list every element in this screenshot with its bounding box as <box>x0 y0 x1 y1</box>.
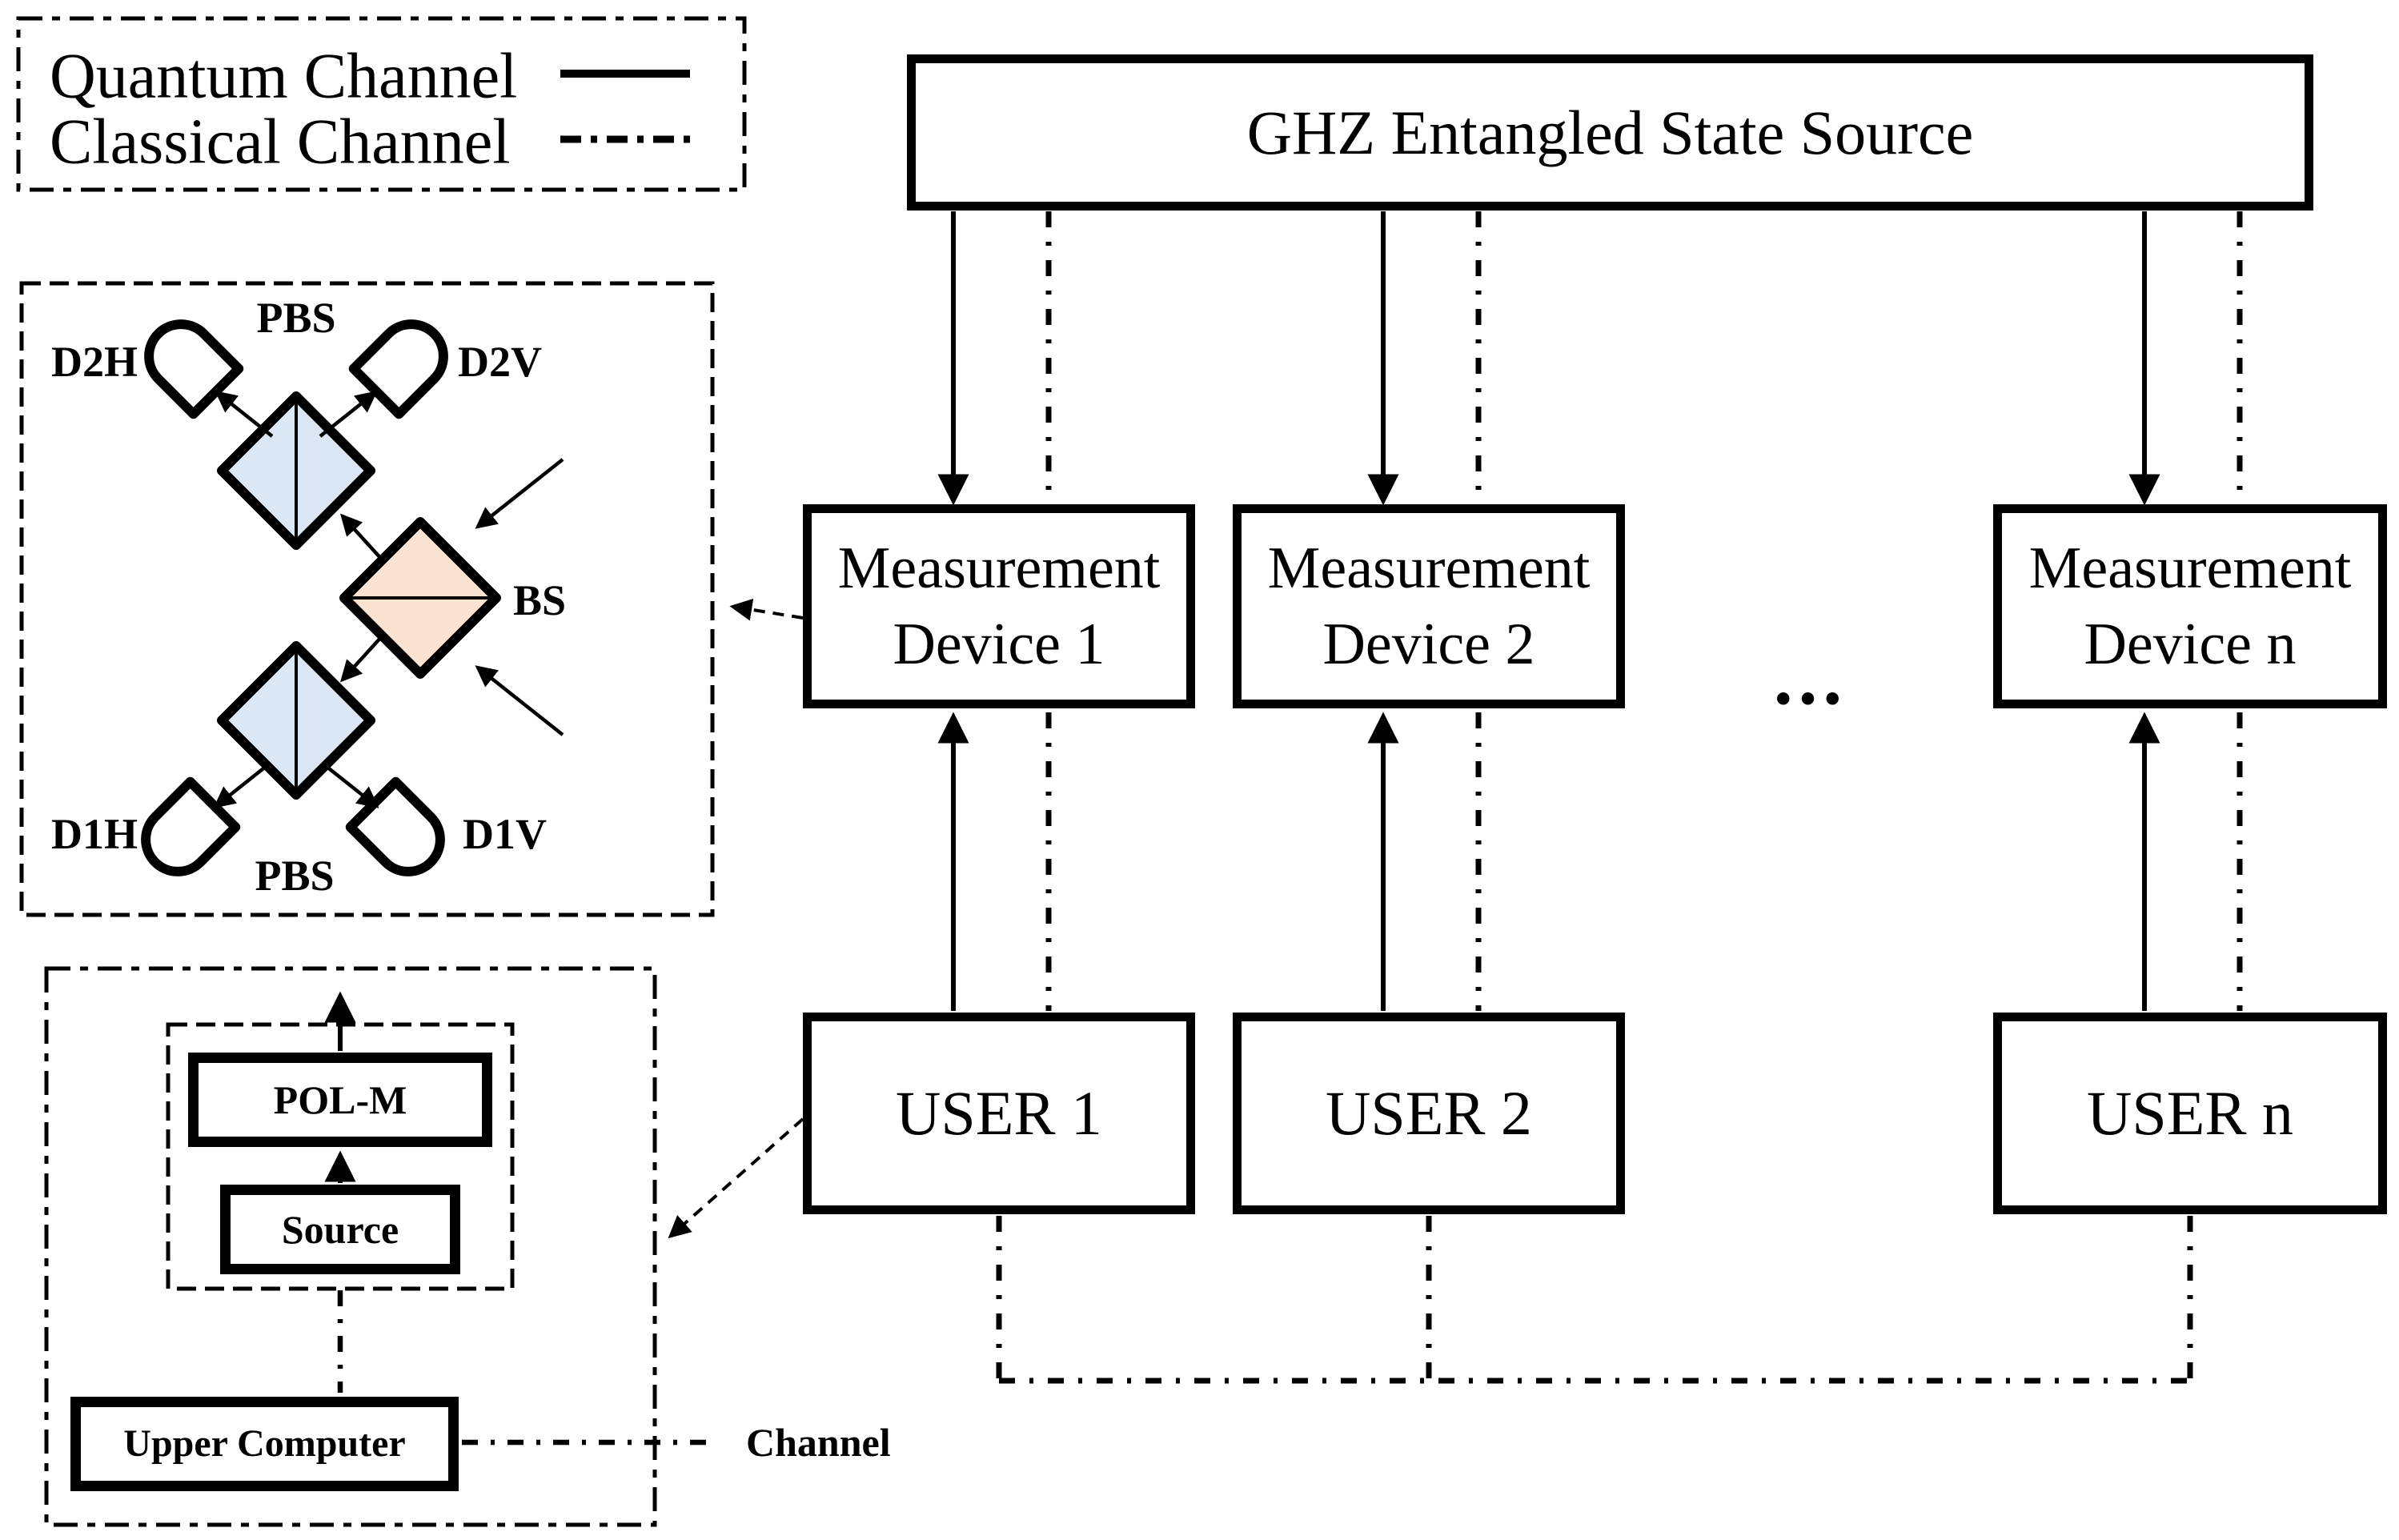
measurement-device-2-box: Measurement Device 2 <box>1233 504 1625 708</box>
measurement-device-n-label-line2: Device n <box>2084 611 2297 677</box>
measurement-devices-ellipsis: ... <box>1773 636 1848 720</box>
ghz-source-label: GHZ Entangled State Source <box>1246 97 1974 167</box>
measurement-device-1-label-line2: Device 1 <box>893 611 1105 677</box>
legend-box-border <box>16 16 747 192</box>
source-box: Source <box>220 1185 460 1274</box>
user-n-box: USER n <box>1993 1013 2387 1214</box>
detector-d2h-label: D2H <box>51 338 138 386</box>
measurement-device-n-box: Measurement Device n <box>1993 504 2387 708</box>
upper-computer-label: Upper Computer <box>123 1422 406 1466</box>
pbs-bottom-label: PBS <box>255 852 335 900</box>
measurement-device-n-label-line1: Measurement <box>2028 535 2352 601</box>
detector-d1v-icon <box>345 776 445 876</box>
classical-channel-lines <box>1045 211 2243 1011</box>
pol-m-label: POL-M <box>273 1077 407 1122</box>
measurement-device-2-label-line2: Device 2 <box>1322 611 1535 677</box>
user-detail-outer-border <box>44 966 657 1527</box>
legend-label-classical-channel: Classical Channel <box>50 106 511 178</box>
legend-line-samples <box>560 70 690 143</box>
detector-d2h-icon <box>144 319 244 419</box>
detector-d2v-icon <box>348 319 448 419</box>
measurement-detail-box-border <box>19 281 715 917</box>
bs-label: BS <box>513 576 567 624</box>
user-1-label: USER 1 <box>896 1078 1102 1149</box>
beam-arrows <box>213 391 564 808</box>
detail-callout-arrow-measurement <box>729 598 804 621</box>
detector-d1h-icon <box>141 776 241 876</box>
pbs-crystal-bottom-icon <box>217 641 375 800</box>
user-detail-arrows <box>324 991 719 1446</box>
measurement-detail-graphics <box>141 319 564 876</box>
detail-callout-arrow-user <box>668 1117 804 1239</box>
user-2-box: USER 2 <box>1233 1013 1625 1214</box>
measurement-device-1-box: Measurement Device 1 <box>803 504 1195 708</box>
user-classical-bus <box>996 1216 2193 1384</box>
ghz-source-box: GHZ Entangled State Source <box>907 54 2313 211</box>
user-2-label: USER 2 <box>1326 1078 1532 1149</box>
user-1-box: USER 1 <box>803 1013 1195 1214</box>
legend-label-quantum-channel: Quantum Channel <box>50 41 518 112</box>
quantum-channel-lines <box>937 211 2160 1011</box>
measurement-device-2-label-line1: Measurement <box>1267 535 1591 601</box>
channel-label: Channel <box>746 1420 891 1465</box>
user-n-label: USER n <box>2087 1078 2293 1149</box>
upper-computer-box: Upper Computer <box>70 1397 459 1491</box>
pol-m-box: POL-M <box>188 1053 492 1147</box>
measurement-device-1-label-line1: Measurement <box>837 535 1161 601</box>
pbs-top-label: PBS <box>256 294 336 342</box>
pbs-crystal-top-icon <box>217 391 375 550</box>
detector-d2v-label: D2V <box>458 338 542 386</box>
detector-d1v-label: D1V <box>463 810 547 858</box>
detector-d1h-label: D1H <box>51 810 138 858</box>
source-label: Source <box>281 1207 399 1252</box>
